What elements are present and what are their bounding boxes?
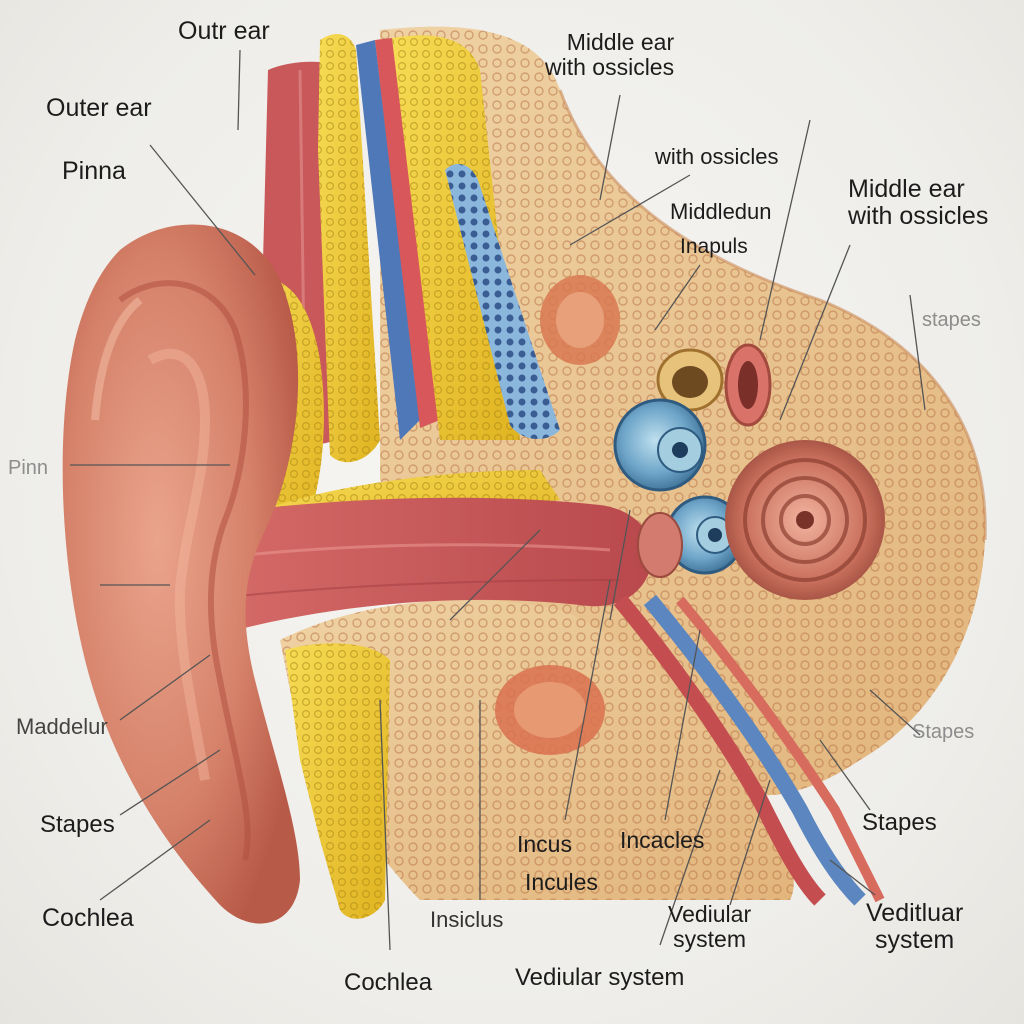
temporal-bone bbox=[280, 26, 987, 900]
label-outer-ear-top: Outr ear bbox=[178, 17, 270, 45]
label-incacles: Incacles bbox=[620, 827, 705, 853]
label-stapes-top-right: stapes bbox=[922, 309, 981, 331]
pinna-shape bbox=[62, 224, 300, 924]
middle-ear-structures bbox=[613, 343, 885, 600]
label-inapuls: Inapuls bbox=[680, 235, 748, 258]
label-stapes-left: Stapes bbox=[40, 811, 115, 838]
vestibular-nerves bbox=[613, 594, 885, 906]
label-incus: Incus bbox=[517, 831, 572, 857]
label-stapes-mid-right: Stapes bbox=[912, 721, 975, 743]
label-vediular-system-bottom: Vediular system bbox=[515, 964, 685, 991]
label-middle-ear-top: Middle ear with ossicles bbox=[545, 29, 675, 80]
label-vediular-system-center: Vediular system bbox=[668, 901, 752, 952]
label-insiclus: Insiclus bbox=[430, 907, 504, 932]
label-with-ossicles: with ossicles bbox=[655, 144, 779, 169]
leader-lines bbox=[70, 49, 926, 951]
label-pinna-faint: Pinn bbox=[8, 457, 49, 479]
label-incules: Incules bbox=[525, 869, 598, 895]
label-cochlea-bottom: Cochlea bbox=[344, 969, 433, 996]
label-stapes-right: Stapes bbox=[862, 809, 937, 836]
label-outer-ear-left: Outer ear bbox=[46, 94, 152, 122]
label-cochlea-left: Cochlea bbox=[42, 904, 134, 932]
label-veditluar-system: Veditluar system bbox=[866, 899, 964, 954]
tissue-layers bbox=[262, 34, 560, 463]
label-middle-ear-right: Middle ear with ossicles bbox=[848, 175, 989, 230]
label-maddelur: Maddelur bbox=[16, 714, 108, 739]
label-middledun: Middledun bbox=[670, 199, 772, 224]
label-pinna: Pinna bbox=[62, 157, 126, 185]
